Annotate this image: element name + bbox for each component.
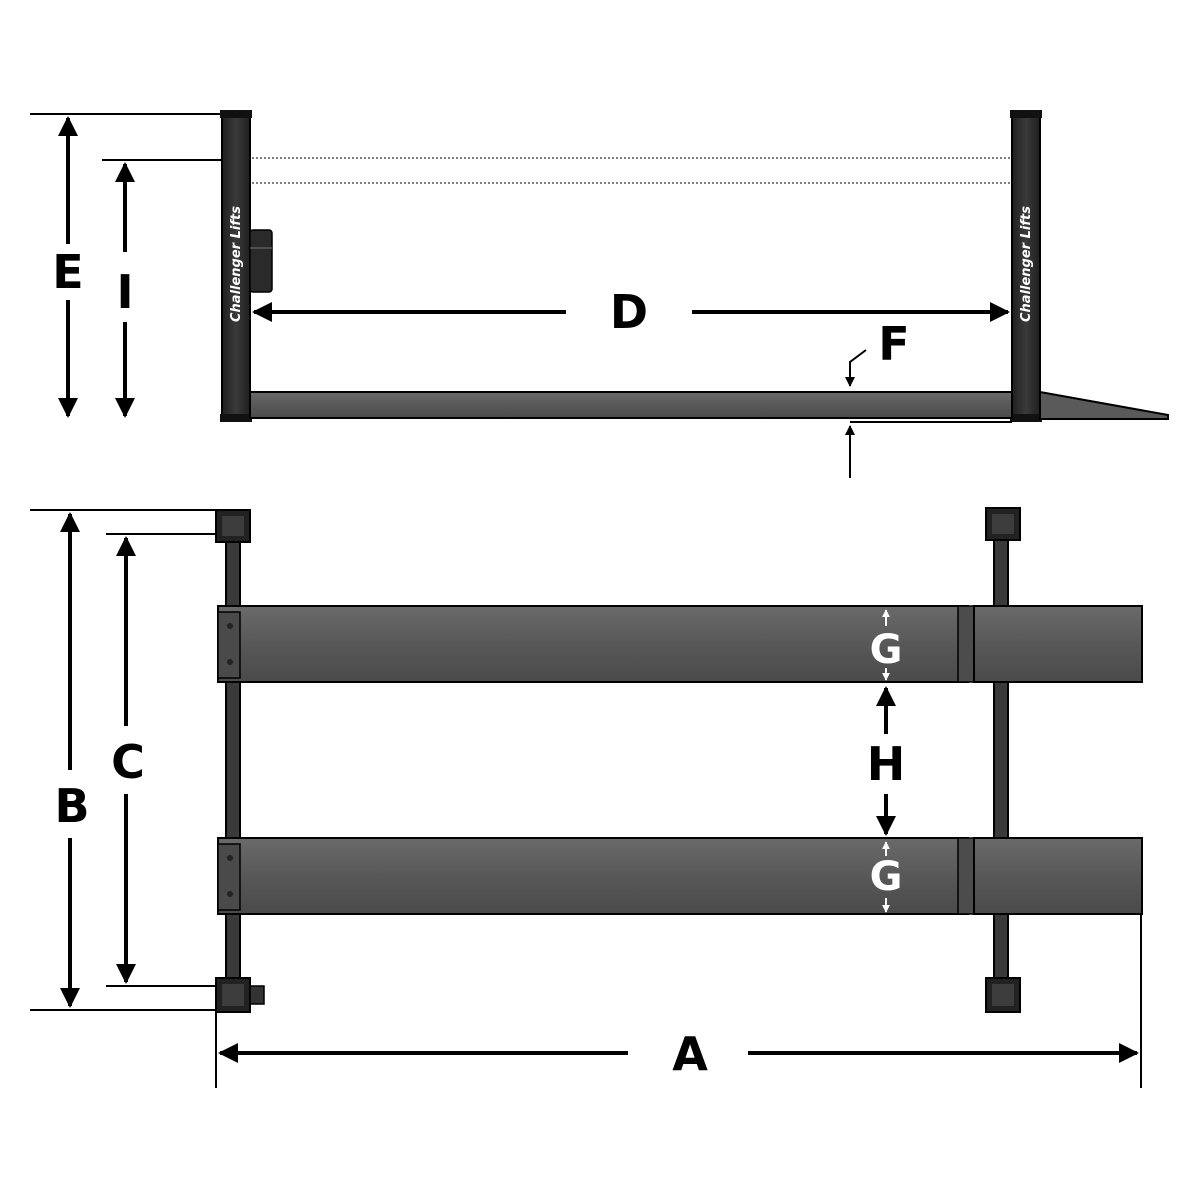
dimension-label-d: D <box>610 285 648 339</box>
runway-lower-joint <box>957 837 975 915</box>
runway-lower-end-plate <box>217 843 241 911</box>
brand-right-post: Challenger Lifts <box>1019 206 1034 322</box>
dimension-label-e: E <box>52 245 83 299</box>
left-post-cap <box>220 110 252 118</box>
power-unit-bracket <box>249 985 265 1005</box>
dimension-label-a: A <box>672 1027 708 1081</box>
dimension-label-b: B <box>54 779 89 833</box>
brand-left-post: Challenger Lifts <box>229 206 244 322</box>
left-post <box>221 111 251 421</box>
runway-upper-extension <box>973 605 1143 683</box>
side-view: Challenger Lifts Challenger Lifts E I D … <box>30 110 1169 478</box>
hydraulic-cylinder <box>249 229 273 293</box>
dimension-f-arrow-upper <box>845 349 867 387</box>
dimension-label-h: H <box>867 737 906 791</box>
runway-lower <box>217 837 1143 915</box>
approach-ramp <box>1039 390 1169 420</box>
runway-upper <box>217 605 1143 683</box>
left-post-base <box>220 414 252 422</box>
runway-upper-joint <box>957 605 975 683</box>
dimension-label-c: C <box>111 735 145 789</box>
runway-side <box>249 391 1013 419</box>
top-view: G H G B C A <box>30 507 1143 1088</box>
dimension-label-f: F <box>878 317 909 371</box>
runway-lower-extension <box>973 837 1143 915</box>
dimension-label-g-lower: G <box>870 854 903 900</box>
runway-upper-end-plate <box>217 611 241 679</box>
right-post-cap <box>1010 110 1042 118</box>
right-post-base <box>1010 414 1042 422</box>
dimension-label-i: I <box>116 265 133 319</box>
dimension-label-g-upper: G <box>870 627 903 673</box>
